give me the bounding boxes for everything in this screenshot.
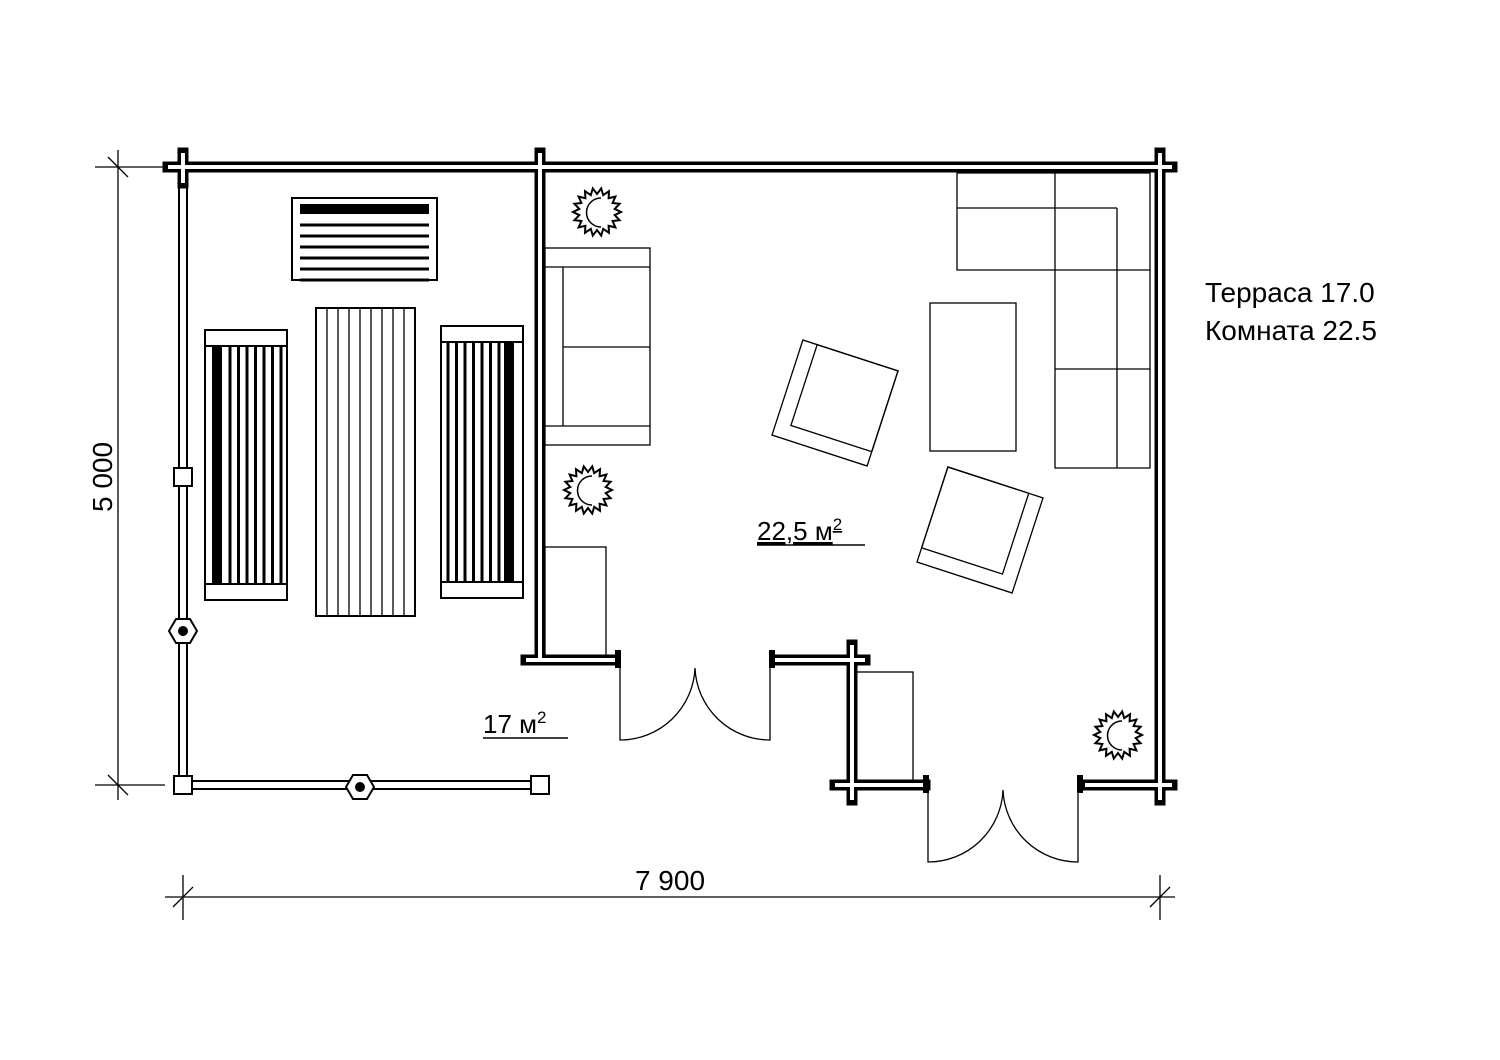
plant-icon xyxy=(561,464,615,516)
door-terrace xyxy=(619,664,771,741)
legend-terrace: Терраса 17.0 xyxy=(1205,277,1375,308)
post xyxy=(530,775,550,795)
bench-right xyxy=(440,325,524,599)
dimension-vertical: 5 000 xyxy=(87,150,165,800)
bench-top xyxy=(291,197,438,282)
terrace-area-label: 17 м2 xyxy=(483,708,547,739)
bench-left xyxy=(204,329,288,601)
dimension-horizontal: 7 900 xyxy=(165,865,1175,920)
walls xyxy=(162,147,1178,806)
post xyxy=(173,467,193,487)
dimension-width-label: 7 900 xyxy=(635,865,705,896)
plant-icon xyxy=(570,186,624,238)
corner-sofa xyxy=(956,172,1151,469)
legend-room: Комната 22.5 xyxy=(1205,315,1377,346)
cabinet xyxy=(544,546,607,658)
dimension-height-label: 5 000 xyxy=(87,442,118,512)
cabinet xyxy=(855,671,914,783)
table xyxy=(315,307,416,617)
armchair xyxy=(771,339,899,467)
door-entrance xyxy=(927,789,1079,863)
coffee-table xyxy=(929,302,1017,452)
sofa-left xyxy=(544,247,651,446)
room-area-label: 22,5 м2 xyxy=(757,515,842,546)
post xyxy=(173,775,193,795)
armchair xyxy=(916,466,1044,594)
plant-icon xyxy=(1091,709,1145,761)
